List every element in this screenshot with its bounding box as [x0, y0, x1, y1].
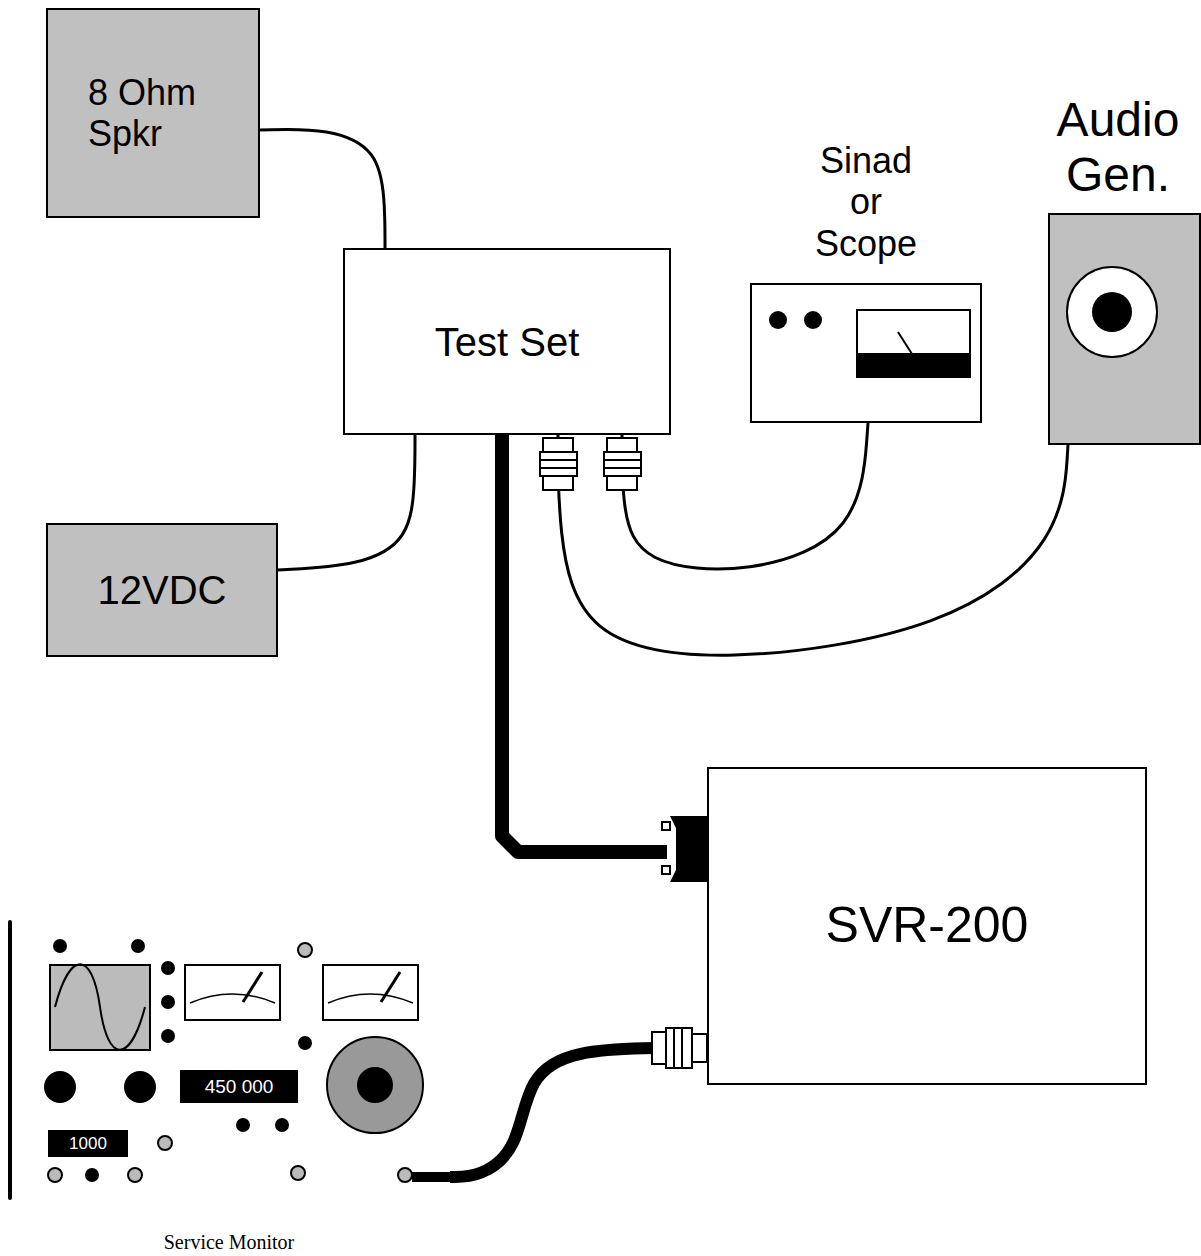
radio-unit-box: SVR-200	[707, 767, 1147, 1085]
meter-scale	[328, 994, 413, 1003]
panel-jack	[128, 1168, 142, 1182]
level-display: 1000	[48, 1130, 128, 1157]
panel-jack	[398, 1168, 412, 1182]
cable	[622, 423, 868, 569]
panel-button	[131, 939, 145, 953]
drawing-part	[692, 1034, 707, 1062]
drawing-part	[540, 467, 577, 469]
cable-end	[412, 1172, 452, 1182]
bnc-connector	[604, 438, 641, 490]
panel-button	[298, 1036, 312, 1050]
drawing-part	[670, 816, 707, 882]
panel-jack	[158, 1136, 172, 1150]
test-set-box: Test Set	[343, 248, 671, 435]
cable	[502, 435, 667, 852]
meter-face	[185, 965, 280, 1020]
meter-needle	[381, 972, 400, 1002]
panel-button	[53, 939, 67, 953]
audio-generator: Audio Gen.	[1035, 92, 1201, 445]
drawing-part	[652, 1032, 666, 1064]
meter-needle	[243, 972, 262, 1002]
service-monitor-panel	[44, 939, 452, 1182]
drawing-part	[540, 459, 577, 461]
panel-button	[161, 995, 175, 1009]
cable	[450, 1048, 657, 1177]
box-label: 12VDC	[98, 567, 227, 613]
multipin-plug	[662, 816, 707, 882]
speaker-box: 8 Ohm Spkr	[46, 8, 260, 218]
tuning-knob	[327, 1037, 423, 1133]
panel-button	[236, 1118, 250, 1132]
drawing-part	[662, 822, 670, 830]
sine-trace	[55, 964, 145, 1050]
frequency-display: 450 000	[180, 1070, 298, 1103]
panel-knob	[124, 1071, 156, 1103]
instrument-label: Sinad or Scope	[815, 140, 917, 264]
panel-button	[161, 1029, 175, 1043]
drawing-part	[543, 476, 573, 490]
drawing-part	[604, 459, 641, 461]
bnc-connector	[652, 1028, 707, 1068]
instrument-label: Service Monitor	[8, 1231, 450, 1254]
scope-screen	[50, 965, 150, 1050]
sinad-meter: Sinad or Scope	[750, 140, 982, 423]
cable	[260, 129, 385, 248]
meter-face	[323, 965, 418, 1020]
cable	[278, 435, 415, 570]
drawing-part	[662, 866, 670, 874]
box-label: 8 Ohm Spkr	[88, 72, 238, 155]
drawing-part	[540, 452, 577, 476]
drawing-part	[604, 467, 641, 469]
power-supply-box: 12VDC	[46, 523, 278, 657]
cable	[558, 435, 1068, 655]
meter-scale	[190, 994, 275, 1003]
instrument-label: Audio Gen.	[1057, 92, 1180, 202]
drawing-part	[681, 1028, 683, 1068]
drawing-part	[543, 438, 573, 452]
panel-button	[161, 961, 175, 975]
box-label: SVR-200	[826, 897, 1029, 955]
knob-center	[357, 1067, 393, 1103]
panel-jack	[48, 1168, 62, 1182]
panel-button	[85, 1168, 99, 1182]
panel-jack	[298, 943, 312, 957]
bnc-connector	[540, 438, 577, 490]
box-label: Test Set	[435, 319, 580, 365]
panel-jack	[291, 1166, 305, 1180]
housing-outline	[8, 920, 12, 1200]
drawing-part	[604, 452, 641, 476]
drawing-part	[666, 1028, 692, 1068]
housing-outline	[1048, 213, 1201, 445]
drawing-part	[607, 438, 637, 452]
drawing-part	[673, 1028, 675, 1068]
housing-outline	[750, 283, 982, 423]
panel-button	[275, 1118, 289, 1132]
panel-knob	[44, 1071, 76, 1103]
drawing-part	[607, 476, 637, 490]
